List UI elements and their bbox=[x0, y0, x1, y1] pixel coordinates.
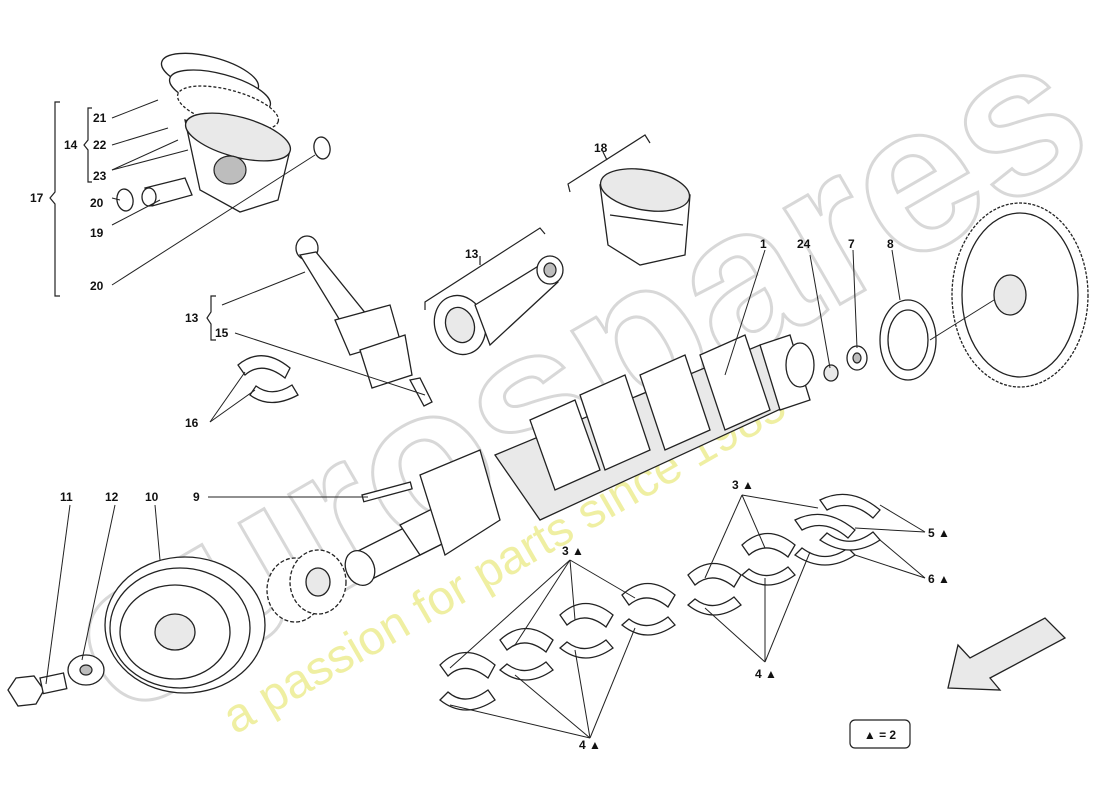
label-20-lower: 20 bbox=[90, 279, 104, 293]
label-15: 15 bbox=[215, 326, 229, 340]
label-9: 9 bbox=[193, 490, 200, 504]
label-12: 12 bbox=[105, 490, 119, 504]
bearing-shells-16 bbox=[237, 355, 299, 404]
label-19: 19 bbox=[90, 226, 104, 240]
label-5: 5 ▲ bbox=[928, 526, 950, 540]
label-1: 1 bbox=[760, 237, 767, 251]
bolt-11 bbox=[7, 672, 68, 707]
label-4-lower: 4 ▲ bbox=[579, 738, 601, 752]
label-13-left: 13 bbox=[185, 311, 199, 325]
label-22: 22 bbox=[93, 138, 107, 152]
label-3-lower: 3 ▲ bbox=[562, 544, 584, 558]
connecting-rod-13-exploded bbox=[295, 235, 433, 407]
label-11: 11 bbox=[60, 490, 73, 504]
label-13-middle: 13 bbox=[465, 247, 479, 261]
label-23: 23 bbox=[93, 169, 107, 183]
piston-18 bbox=[599, 168, 691, 266]
label-14: 14 bbox=[64, 138, 78, 152]
key-9 bbox=[361, 481, 413, 503]
piston-assembly-exploded bbox=[116, 52, 331, 213]
label-8: 8 bbox=[887, 237, 894, 251]
timing-gear bbox=[266, 549, 347, 623]
brackets bbox=[49, 101, 651, 341]
label-24: 24 bbox=[797, 237, 811, 251]
main-bearing-shells bbox=[439, 532, 796, 711]
label-21: 21 bbox=[93, 111, 107, 125]
direction-arrow bbox=[947, 617, 1067, 691]
label-17: 17 bbox=[30, 191, 44, 205]
leader-lines bbox=[45, 99, 926, 739]
thrust-washers bbox=[793, 493, 881, 566]
label-10: 10 bbox=[145, 490, 159, 504]
pulley-10 bbox=[104, 556, 266, 694]
quantity-legend: ▲ = 2 bbox=[849, 719, 911, 749]
label-6: 6 ▲ bbox=[928, 572, 950, 586]
seal-8 bbox=[879, 299, 937, 381]
bush-24 bbox=[823, 364, 839, 382]
flywheel bbox=[929, 202, 1089, 388]
washer-12 bbox=[67, 654, 105, 686]
label-4-upper: 4 ▲ bbox=[755, 667, 777, 681]
bearing-7 bbox=[846, 345, 868, 371]
label-20-upper: 20 bbox=[90, 196, 104, 210]
label-18: 18 bbox=[594, 141, 608, 155]
connecting-rod-13-assembled bbox=[433, 255, 564, 356]
label-7: 7 bbox=[848, 237, 855, 251]
crankshaft bbox=[344, 334, 815, 587]
part-labels: 1 3 ▲ 3 ▲ 4 ▲ 4 ▲ 5 ▲ 6 ▲ 7 8 9 10 11 12… bbox=[30, 111, 950, 752]
label-16: 16 bbox=[185, 416, 199, 430]
label-3-upper: 3 ▲ bbox=[732, 478, 754, 492]
legend-text: ▲ = 2 bbox=[864, 728, 897, 742]
